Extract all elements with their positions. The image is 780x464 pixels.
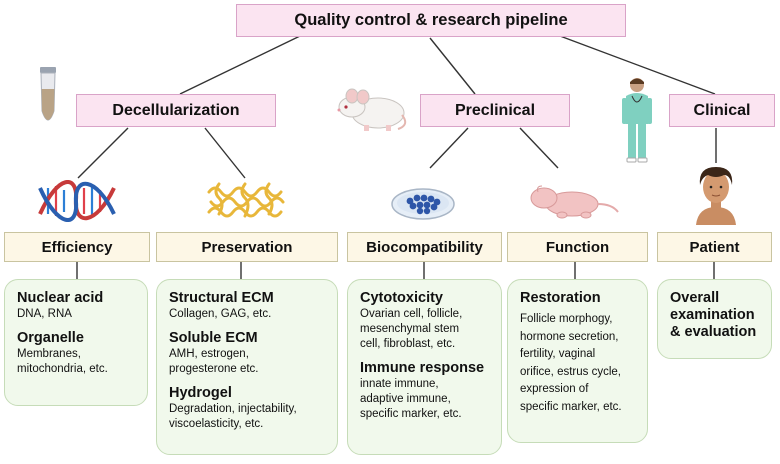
text-adaptive-immune: adaptive immune, <box>360 393 451 405</box>
card-efficiency: Nuclear acid DNA, RNA Organelle Membrane… <box>4 279 148 406</box>
category-preservation: Preservation <box>156 232 338 262</box>
text-mesenchymal: mesenchymal stem <box>360 323 460 335</box>
dna-helix-icon <box>38 180 116 222</box>
card-patient: Overall examination & evaluation <box>657 279 772 359</box>
stage-decellularization: Decellularization <box>76 94 276 127</box>
text-specific-marker: specific marker, etc. <box>360 408 462 420</box>
heading-nuclear-acid: Nuclear acid <box>17 290 104 306</box>
card-biocompatibility: Cytotoxicity Ovarian cell, follicle, mes… <box>347 279 502 455</box>
category-efficiency: Efficiency <box>4 232 150 262</box>
text-collagen: Collagen, GAG, etc. <box>169 308 272 320</box>
stage-clinical: Clinical <box>669 94 775 127</box>
heading-examination: examination <box>670 307 755 323</box>
heading-soluble-ecm: Soluble ECM <box>169 330 258 346</box>
mouse-icon <box>337 88 407 131</box>
heading-cytotoxicity: Cytotoxicity <box>360 290 443 306</box>
text-dna-rna: DNA, RNA <box>17 308 72 320</box>
text-innate-immune: innate immune, <box>360 378 439 390</box>
test-tube-icon <box>40 67 56 121</box>
text-specific-marker-function: specific marker, etc. <box>520 400 622 413</box>
heading-organelle: Organelle <box>17 330 84 346</box>
text-viscoelasticity: viscoelasticity, etc. <box>169 418 264 430</box>
category-patient: Patient <box>657 232 772 262</box>
text-mitochondria: mitochondria, etc. <box>17 363 108 375</box>
heading-hydrogel: Hydrogel <box>169 385 232 401</box>
text-orifice-estrus: orifice, estrus cycle, <box>520 365 621 378</box>
text-follicle-morphogy: Follicle morphogy, <box>520 313 613 325</box>
card-preservation: Structural ECM Collagen, GAG, etc. Solub… <box>156 279 338 455</box>
card-function: Restoration Follicle morphogy, hormone s… <box>507 279 648 443</box>
text-degradation: Degradation, injectability, <box>169 403 297 415</box>
text-progesterone: progesterone etc. <box>169 363 259 375</box>
heading-structural-ecm: Structural ECM <box>169 290 274 306</box>
text-fertility-vaginal: fertility, vaginal <box>520 348 596 360</box>
petri-dish-icon <box>391 188 455 220</box>
doctor-icon <box>622 78 652 163</box>
heading-evaluation: & evaluation <box>670 324 757 340</box>
heading-restoration: Restoration <box>520 290 601 306</box>
heading-immune-response: Immune response <box>360 360 485 376</box>
heading-overall: Overall <box>670 290 720 306</box>
category-function: Function <box>507 232 648 262</box>
pipeline-title: Quality control & research pipeline <box>236 4 626 37</box>
text-expression-of: expression of <box>520 383 589 395</box>
category-biocompatibility: Biocompatibility <box>347 232 502 262</box>
stage-preclinical: Preclinical <box>420 94 570 127</box>
pup-icon <box>530 185 619 219</box>
ecm-fibers-icon <box>207 182 285 218</box>
patient-face-icon <box>696 167 736 225</box>
text-hormone-secretion: hormone secretion, <box>520 330 619 343</box>
text-ovarian-cell: Ovarian cell, follicle, <box>360 308 463 320</box>
text-membranes: Membranes, <box>17 348 81 360</box>
text-amh: AMH, estrogen, <box>169 348 249 360</box>
text-fibroblast: cell, fibroblast, etc. <box>360 338 456 350</box>
